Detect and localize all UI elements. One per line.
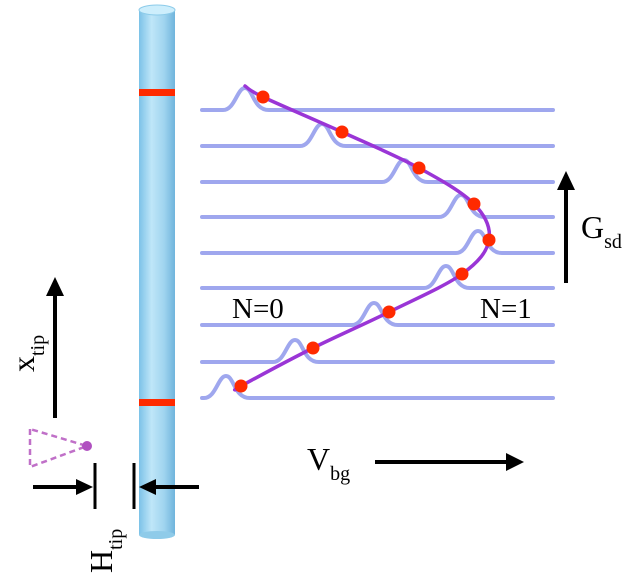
peak-dot [455, 267, 469, 281]
gsd-label: Gsd [581, 209, 622, 253]
vbg-label-main: V [307, 441, 330, 477]
peak-dots [234, 90, 496, 393]
peak-dot [306, 341, 320, 355]
peak-curve [232, 84, 492, 392]
gsd-arrow [557, 171, 575, 283]
nanotube-bottom-cap [139, 531, 175, 539]
peak-dot [335, 125, 349, 139]
peak-dot [467, 197, 481, 211]
label-n1: N=1 [480, 293, 532, 325]
htip-label-main: H [83, 550, 119, 573]
xtip-label-main: x [5, 356, 41, 372]
nanotube [138, 4, 176, 539]
xtip-label: xtip [5, 335, 49, 372]
tip-icon [28, 427, 92, 469]
peak-dot [482, 233, 496, 247]
ring-bottom [139, 399, 175, 406]
vbg-label-sub: bg [330, 463, 350, 485]
peak-dot [412, 161, 426, 175]
gsd-label-sub: sd [604, 231, 622, 253]
peak-dot [234, 379, 248, 393]
conductance-trace [200, 300, 555, 327]
conductance-trace [200, 337, 555, 364]
nanotube-body [139, 10, 175, 535]
vbg-arrow [375, 453, 524, 471]
htip-label: Htip [83, 529, 127, 573]
peak-dot [382, 305, 396, 319]
conductance-trace [200, 157, 555, 184]
peak-dot [256, 90, 270, 104]
gsd-label-main: G [581, 209, 604, 245]
htip-label-sub: tip [105, 529, 127, 550]
htip-left-arrow [33, 463, 97, 509]
label-n0: N=0 [232, 293, 284, 325]
vbg-label: Vbg [307, 441, 350, 485]
nanotube-top-cap [138, 4, 176, 16]
conductance-trace [200, 373, 555, 400]
htip-right-arrow [132, 463, 199, 509]
conductance-trace [200, 228, 555, 255]
xtip-arrow [46, 277, 64, 418]
conductance-trace [200, 121, 555, 148]
xtip-label-sub: tip [27, 335, 49, 356]
conductance-traces [200, 85, 555, 400]
conductance-trace [200, 192, 555, 219]
ring-top [139, 89, 175, 96]
conductance-trace [200, 263, 555, 290]
